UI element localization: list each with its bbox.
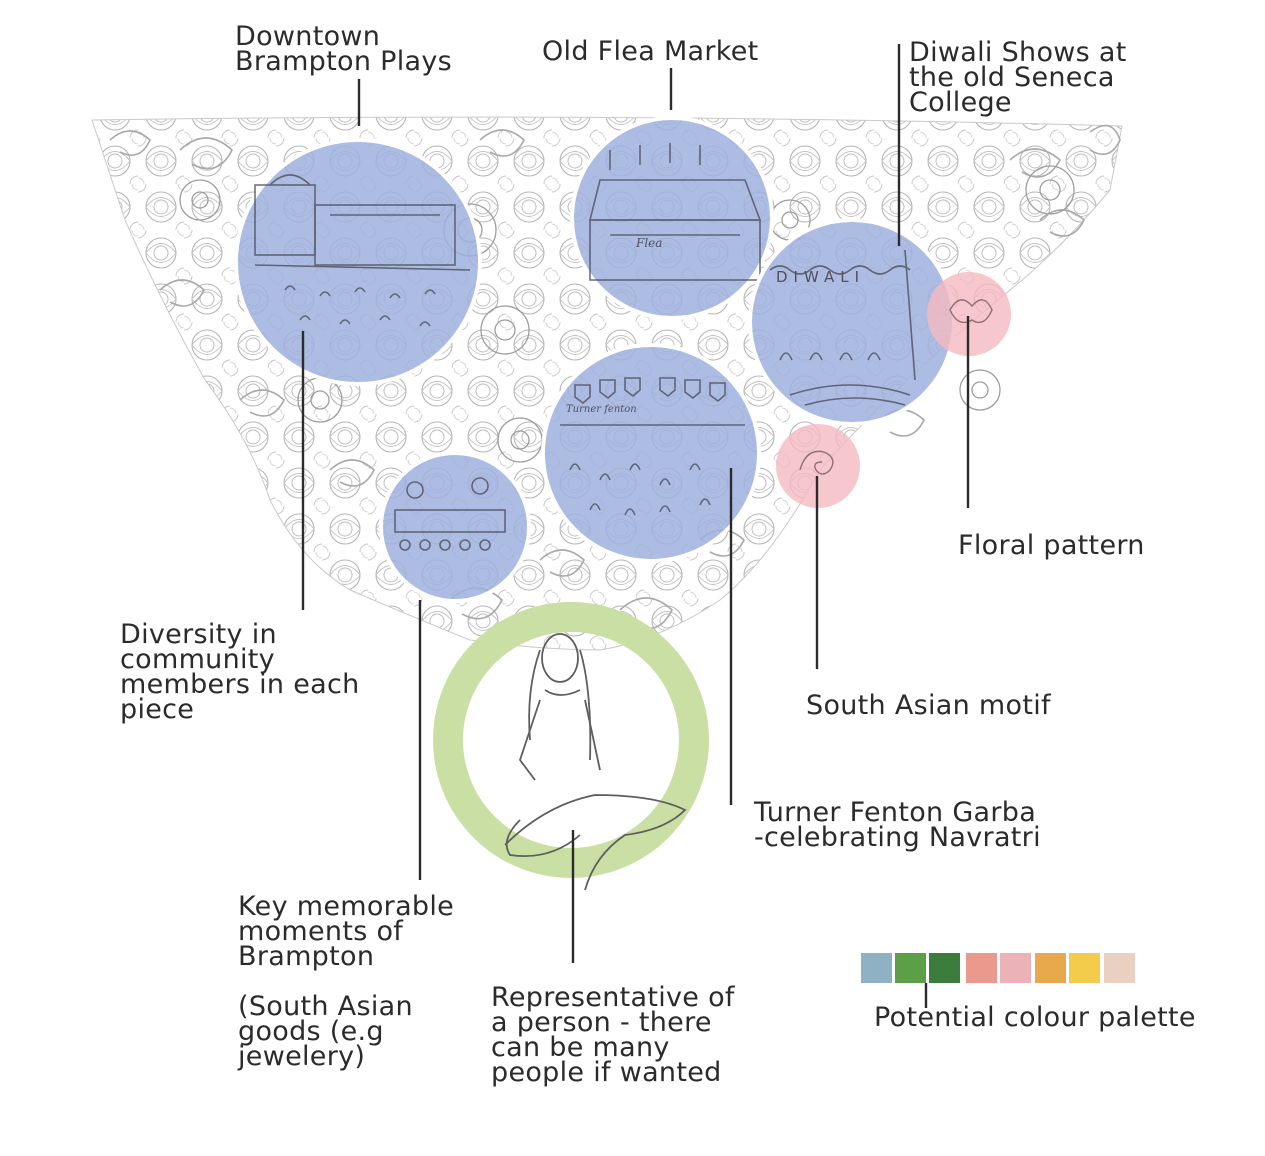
label-line: Diwali Shows at bbox=[909, 37, 1127, 68]
label-line: Downtown bbox=[235, 21, 381, 52]
palette-swatch bbox=[1000, 953, 1031, 983]
label-line: goods (e.g bbox=[238, 1016, 384, 1047]
label-line: Brampton Plays bbox=[235, 46, 452, 77]
label-line: Brampton bbox=[238, 941, 375, 972]
turner-sign-text: Turner fenton bbox=[566, 404, 637, 415]
flea-sign-text: Flea bbox=[635, 236, 662, 250]
label-diwali-shows: Diwali Shows at the old Seneca College bbox=[909, 37, 1127, 118]
label-line: South Asian motif bbox=[806, 690, 1051, 721]
palette-swatch bbox=[1104, 953, 1135, 983]
scene-downtown-brampton-plays bbox=[234, 138, 482, 386]
label-south-asian-goods: (South Asian goods (e.g jewelery) bbox=[238, 991, 413, 1072]
scene-south-asian-goods bbox=[379, 451, 531, 603]
label-line: can be many bbox=[491, 1032, 670, 1063]
diwali-banner-text: DIWALI bbox=[776, 268, 865, 286]
palette-swatch bbox=[895, 953, 926, 983]
palette-swatch bbox=[1069, 953, 1100, 983]
label-potential-colour-palette: Potential colour palette bbox=[874, 1002, 1196, 1033]
label-line: Key memorable bbox=[238, 891, 455, 922]
scene-old-flea-market: Flea bbox=[570, 116, 774, 320]
label-line: piece bbox=[120, 694, 195, 725]
label-south-asian-motif: South Asian motif bbox=[806, 690, 1051, 721]
palette-swatch bbox=[966, 953, 997, 983]
label-line: people if wanted bbox=[491, 1057, 722, 1088]
leader-lines bbox=[301, 44, 970, 1008]
palette-swatch bbox=[929, 953, 960, 983]
label-old-flea-market: Old Flea Market bbox=[542, 36, 759, 67]
scene-diwali-shows: DIWALI bbox=[748, 218, 956, 426]
palette-swatch bbox=[1035, 953, 1066, 983]
label-key-memorable-moments: Key memorable moments of Brampton bbox=[238, 891, 455, 972]
label-turner-fenton-garba: Turner Fenton Garba -celebrating Navratr… bbox=[754, 797, 1041, 853]
label-line: Old Flea Market bbox=[542, 36, 759, 67]
label-line: (South Asian bbox=[238, 991, 413, 1022]
label-downtown-brampton-plays: Downtown Brampton Plays bbox=[235, 21, 452, 77]
label-line: community bbox=[120, 644, 275, 675]
representative-person bbox=[433, 602, 709, 891]
label-line: jewelery) bbox=[238, 1041, 366, 1072]
label-line: Diversity in bbox=[120, 619, 277, 650]
label-line: a person - there bbox=[491, 1007, 712, 1038]
label-diversity: Diversity in community members in each p… bbox=[120, 619, 360, 725]
label-line: Floral pattern bbox=[958, 530, 1145, 561]
label-line: Turner Fenton Garba bbox=[754, 797, 1037, 828]
label-line: -celebrating Navratri bbox=[754, 822, 1041, 853]
label-line: the old Seneca bbox=[909, 62, 1115, 93]
label-line: moments of bbox=[238, 916, 404, 947]
label-line: College bbox=[909, 87, 1012, 118]
label-floral-pattern: Floral pattern bbox=[958, 530, 1145, 561]
palette-swatch bbox=[861, 953, 892, 983]
label-line: members in each bbox=[120, 669, 360, 700]
label-line: Potential colour palette bbox=[874, 1002, 1196, 1033]
scene-turner-fenton-garba: Turner fenton bbox=[541, 343, 761, 563]
south-asian-motif-circle bbox=[776, 424, 860, 508]
label-representative-person: Representative of a person - there can b… bbox=[491, 982, 735, 1088]
label-line: Representative of bbox=[491, 982, 735, 1013]
floral-pattern-circle bbox=[927, 272, 1011, 356]
